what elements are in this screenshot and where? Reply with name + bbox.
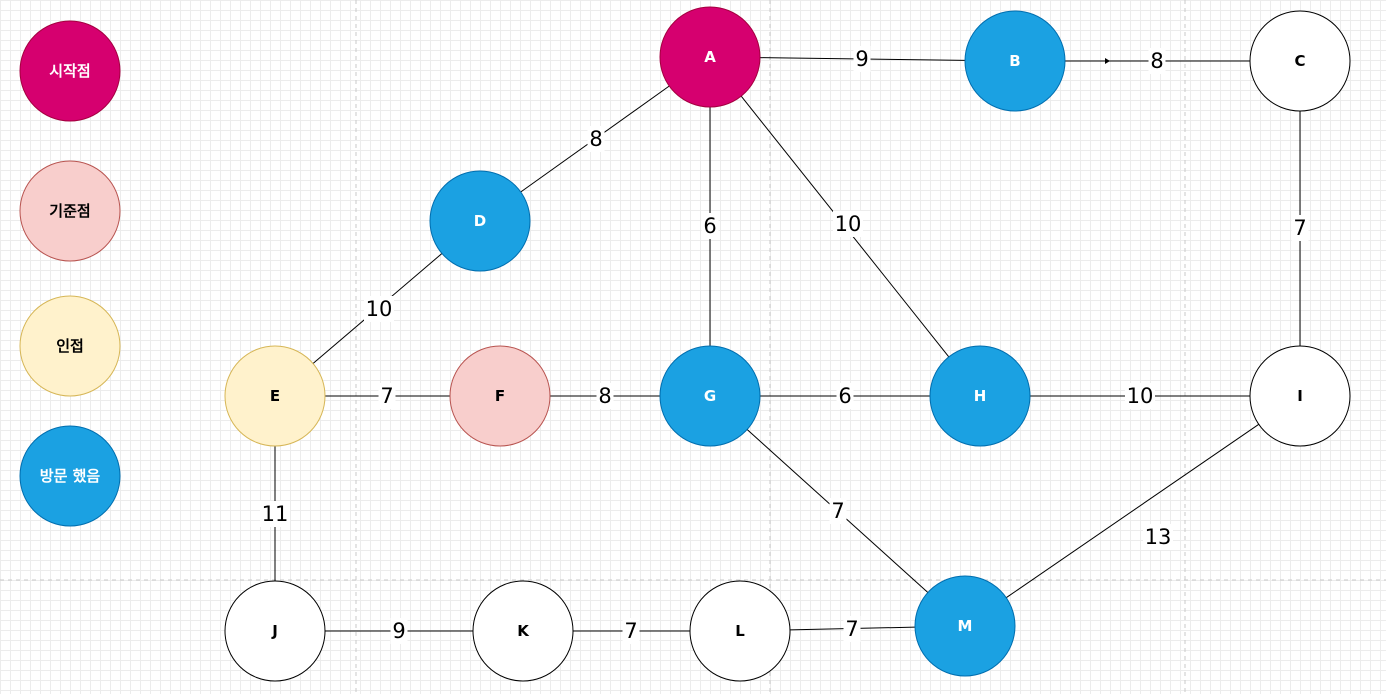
edge-weight-c-i: 7 [1293,216,1306,240]
edge-weight-a-b: 9 [855,47,868,71]
node-h[interactable]: H [929,345,1031,447]
edge-weight-e-j: 11 [262,502,289,526]
edge-weight-background [843,616,861,642]
edge-weight-background [364,296,394,322]
arrowhead-b-c [1105,58,1110,64]
node-k[interactable]: K [472,580,574,682]
node-c[interactable]: C [1249,10,1351,112]
edge-weight-background [701,213,719,239]
edge-weight-background [1148,48,1166,74]
edge-weight-h-i: 10 [1127,384,1154,408]
edge-weight-l-m: 7 [845,617,858,641]
node-label-d: D [474,212,486,230]
node-circle-g [659,345,761,447]
edge-weight-j-k: 9 [392,619,405,643]
node-j[interactable]: J [224,580,326,682]
edge-weight-background [1291,215,1309,241]
edge-weight-background [390,618,408,644]
node-f[interactable]: F [449,345,551,447]
edge-weight-background [260,501,290,527]
edge-weight-background [833,211,863,237]
node-label-i: I [1297,387,1303,405]
nodes-group: A B C D E F G H I J K L M [224,6,1351,682]
node-circle-b [964,10,1066,112]
legend-swatch-adjacent [19,295,121,397]
edge-weight-background [1143,524,1173,550]
node-circle-m [914,575,1016,677]
edge-weight-background [587,126,605,152]
node-circle-f [449,345,551,447]
edge-weight-a-d: 8 [589,127,602,151]
legend-swatch-current [19,160,121,262]
legend-label-current: 기준점 [49,202,90,220]
node-a[interactable]: A [659,6,761,108]
edge-weight-background [853,46,871,72]
node-circle-j [224,580,326,682]
node-label-m: M [958,617,973,635]
node-label-b: B [1009,52,1020,70]
node-circle-h [929,345,1031,447]
node-label-f: F [495,387,505,405]
edge-weight-g-m: 7 [831,499,844,523]
legend-swatch-visited [19,425,121,527]
node-i[interactable]: I [1249,345,1351,447]
legend-label-start: 시작점 [49,62,90,80]
edge-weight-g-h: 6 [838,384,851,408]
edge-weight-i-m: 13 [1145,525,1172,549]
node-m[interactable]: M [914,575,1016,677]
edge-weight-background [836,383,854,409]
node-circle-k [472,580,574,682]
node-label-k: K [517,622,530,640]
edge-weight-e-f: 7 [380,384,393,408]
node-label-h: H [974,387,987,405]
node-b[interactable]: B [964,10,1066,112]
node-l[interactable]: L [689,580,791,682]
legend-swatch-start [19,20,121,122]
legend-label-adjacent: 인접 [56,337,84,355]
node-label-l: L [735,622,745,640]
node-e[interactable]: E [224,345,326,447]
edge-weight-b-c: 8 [1150,49,1163,73]
legend-item-start: 시작점 [19,20,121,122]
node-label-c: C [1294,52,1305,70]
node-circle-l [689,580,791,682]
node-label-g: G [704,387,716,405]
node-label-e: E [270,387,280,405]
edge-weight-background [829,498,847,524]
node-d[interactable]: D [429,170,531,272]
edge-weight-f-g: 8 [598,384,611,408]
node-circle-i [1249,345,1351,447]
legend-label-visited: 방문 했음 [40,467,101,485]
edge-weight-a-g: 6 [703,214,716,238]
edge-weight-background [378,383,396,409]
edge-weights-group: 9 8 8 6 10 7 10 7 8 6 10 11 7 13 9 7 7 [260,46,1309,644]
node-circle-e [224,345,326,447]
edge-weight-background [622,618,640,644]
edge-weight-k-l: 7 [624,619,637,643]
edge-weight-a-h: 10 [835,212,862,236]
edge-weight-background [1125,383,1155,409]
legend-item-adjacent: 인접 [19,295,121,397]
edge-weight-background [596,383,614,409]
node-circle-a [659,6,761,108]
node-g[interactable]: G [659,345,761,447]
node-circle-c [1249,10,1351,112]
node-label-j: J [271,622,278,640]
edge-i-m [1005,423,1260,599]
node-label-a: A [704,48,716,66]
legend-item-visited: 방문 했음 [19,425,121,527]
legend-item-current: 기준점 [19,160,121,262]
edge-weight-d-e: 10 [366,297,393,321]
node-circle-d [429,170,531,272]
